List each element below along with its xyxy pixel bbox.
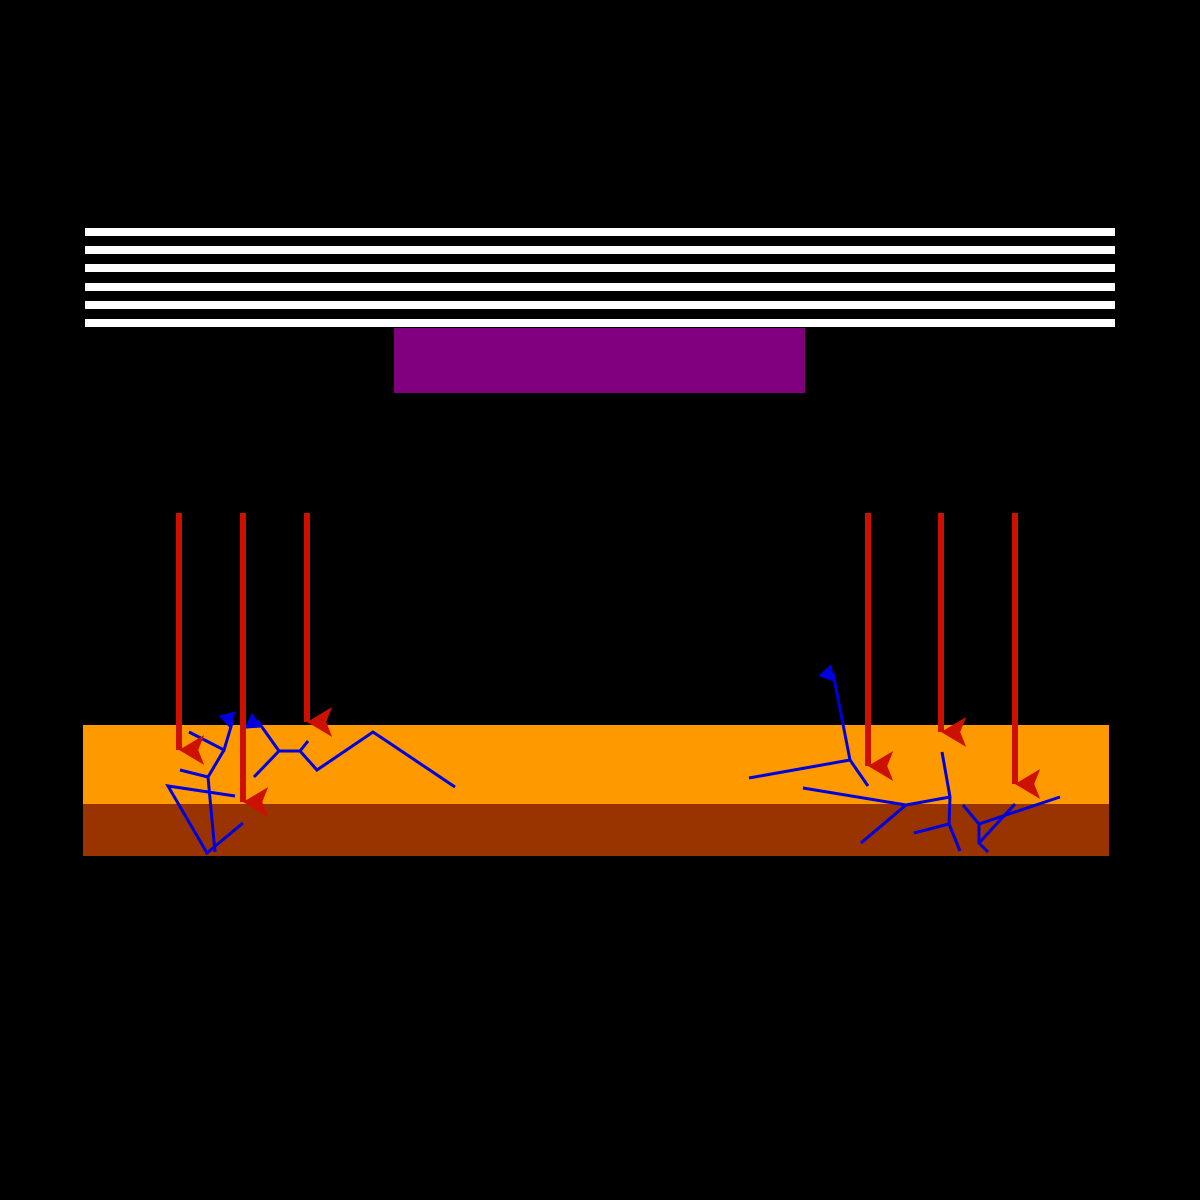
stripe xyxy=(85,319,1115,327)
stripes xyxy=(85,228,1115,327)
stripe xyxy=(85,246,1115,254)
stripe xyxy=(85,228,1115,236)
path-left-4 xyxy=(165,784,244,856)
stripe xyxy=(85,301,1115,309)
stripe xyxy=(85,264,1115,272)
path-right-9 xyxy=(978,795,1061,826)
path-left-7 xyxy=(298,730,456,789)
scatter-paths xyxy=(165,664,1061,856)
path-right-7 xyxy=(961,804,990,854)
purple-block xyxy=(394,328,805,393)
path-right-8 xyxy=(977,802,1017,845)
path-right-6 xyxy=(947,823,962,852)
upper-layer xyxy=(83,725,1109,805)
path-right-2 xyxy=(848,759,870,787)
incoming-arrows xyxy=(176,513,1041,817)
path-right-5 xyxy=(913,751,952,835)
path-right-4 xyxy=(860,803,907,845)
stripe xyxy=(85,283,1115,291)
path-left-3 xyxy=(206,776,217,853)
